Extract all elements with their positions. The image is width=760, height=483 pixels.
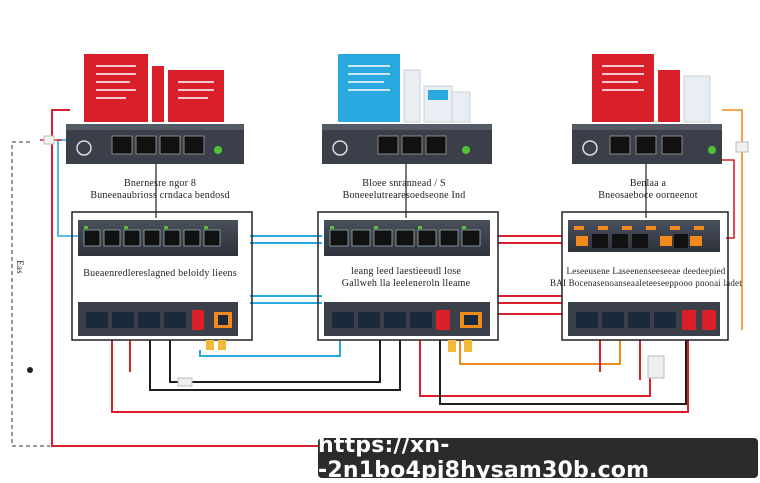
switch-center-label: Bloee snrannead / S: [362, 178, 446, 189]
panel-right: [561, 211, 729, 341]
server-rack-right-2: [683, 75, 711, 123]
server-stack-left: [84, 54, 224, 122]
server-stack-right: [592, 54, 711, 123]
server-rack-1: [403, 69, 421, 123]
server-rack-2-screen: [428, 90, 448, 100]
server-red-box-right: [592, 54, 654, 122]
drop-blue-center: [199, 340, 341, 357]
switch-right-label: Benlaa a: [629, 178, 667, 189]
server-rack-right-1: [658, 70, 680, 122]
side-label: Eas: [15, 260, 25, 274]
drop-black-1: [149, 340, 401, 391]
panel-center: [317, 211, 499, 341]
wire-red-left-outer: [51, 109, 318, 447]
connectors: [43, 135, 749, 387]
panel-right-label-2: BAI Bocenasenoanseaaleteeseeppooo pnooai…: [550, 278, 742, 288]
server-stack-center: [338, 54, 471, 123]
switch-left: [66, 124, 244, 164]
server-red-box-2: [168, 70, 224, 122]
drop-orange-center: [459, 340, 621, 365]
panel-center-label-2: Gallweh lla leeleneroln lleame: [341, 278, 471, 289]
switch-left-logo: [76, 140, 92, 156]
drop-black-3: [439, 340, 687, 405]
server-red-tower: [152, 66, 164, 122]
server-rack-3: [451, 91, 471, 123]
server-blue-box: [338, 54, 400, 122]
dashed-bracket: [11, 141, 50, 447]
server-red-box: [84, 54, 148, 122]
switch-center-sublabel: Boneeelutrearesoedseone Ind: [342, 190, 466, 201]
wire-blue-left: [57, 139, 78, 237]
bracket-node: [27, 367, 33, 373]
drop-red-left-1: [111, 340, 689, 413]
url-banner[interactable]: https://xn--2n1bo4pj8hysam30b.com: [318, 433, 758, 483]
switch-left-label: Bnernesre ngor 8: [123, 178, 197, 189]
panel-left-label: Bueaenredlereslagned beloidy lieens: [83, 268, 237, 279]
wiring: [11, 109, 743, 447]
switch-right: [572, 124, 722, 164]
panel-center-label-1: leang leed laestieeudl lose: [350, 266, 462, 277]
panel-left: [71, 211, 253, 341]
drop-black-2: [169, 340, 381, 383]
panel-right-label-1: Leseeusene Laseenenseeseeae deedeepied: [566, 266, 726, 276]
wire-red-right: [722, 159, 735, 239]
wire-orange-right: [722, 109, 743, 330]
switch-left-sublabel: Buneenaubrioss crndaca bendosd: [90, 190, 230, 201]
switch-center: [322, 124, 492, 164]
switch-right-sublabel: Bneosaeboce oorneenot: [598, 190, 698, 201]
